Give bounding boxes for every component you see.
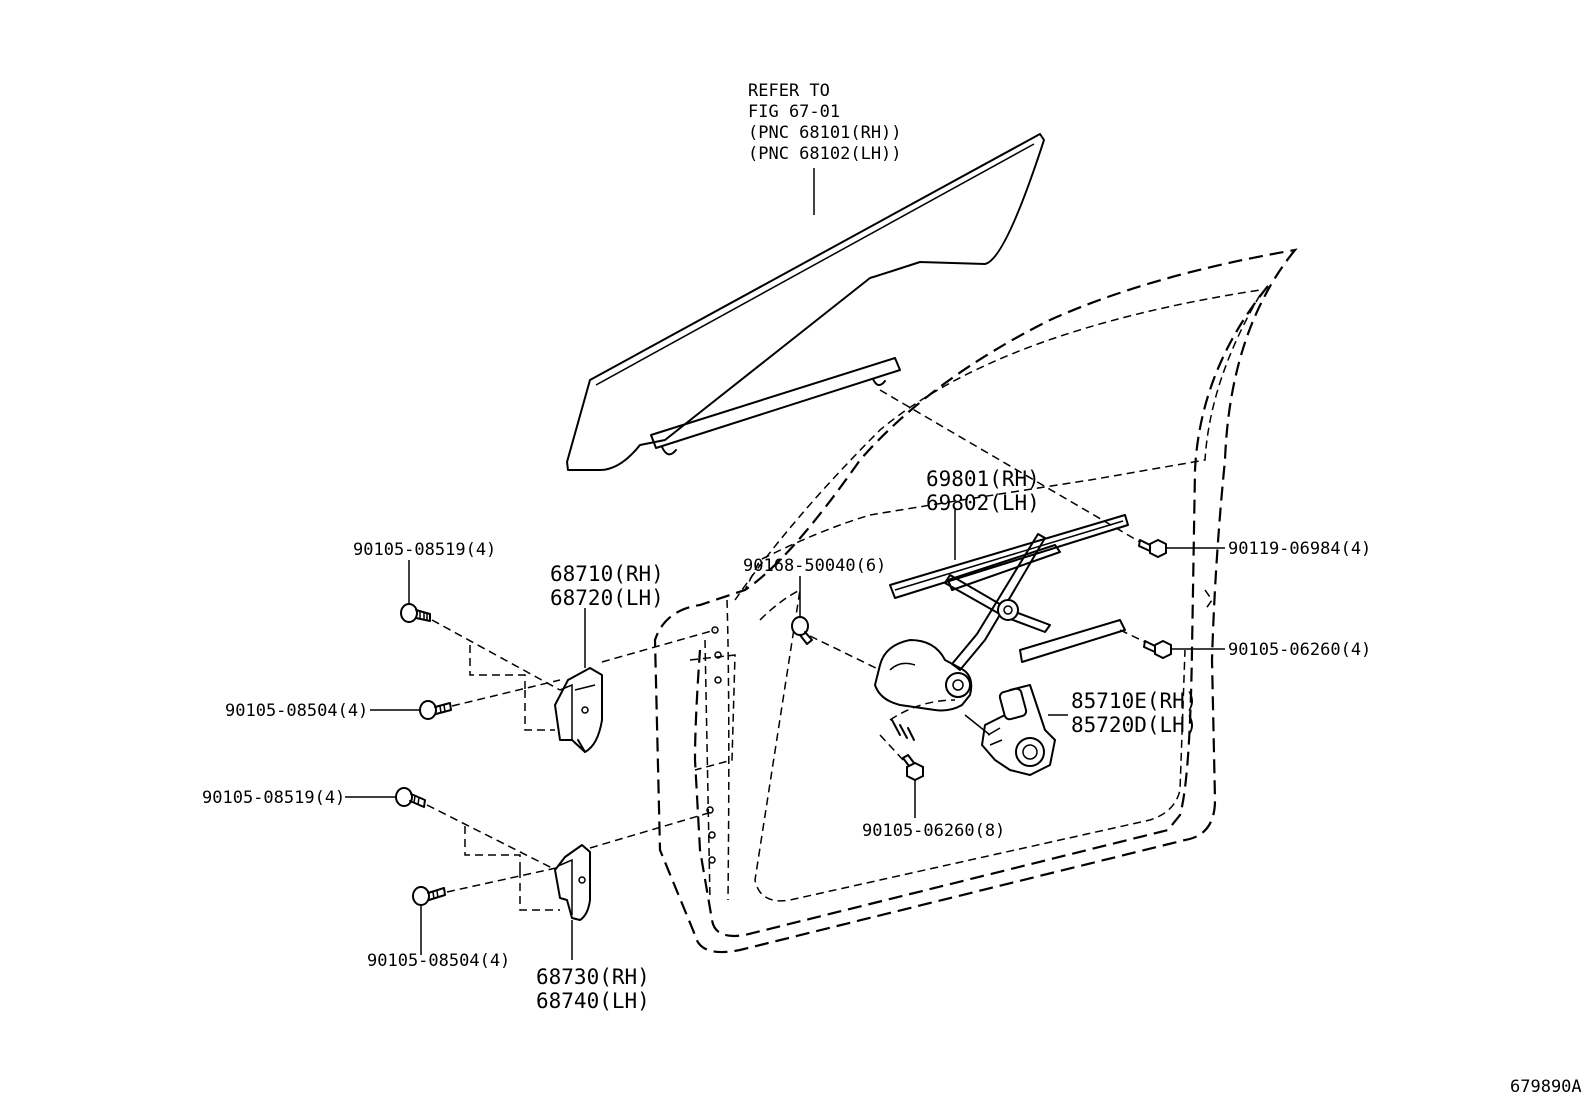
bolt-upper-08519: [400, 603, 431, 623]
upper-hinge-rh: 68710(RH): [550, 562, 664, 586]
figure-id: 679890A: [1510, 1077, 1582, 1097]
bolt-upper-08504: [419, 700, 452, 720]
label-bolt-upper-08519: 90105-08519(4): [353, 540, 496, 560]
bolt-90105-06260-4: [1143, 639, 1172, 660]
bolt-90105-06260-8: [902, 754, 924, 782]
door-panel-outline: [653, 248, 1298, 954]
label-bolt-90119: 90119-06984(4): [1228, 539, 1371, 559]
callout-regulator: 69801(RH) 69802(LH): [926, 467, 1040, 515]
label-bolt-90168: 90168-50040(6): [743, 556, 886, 576]
upper-hinge: [554, 667, 603, 753]
lower-hinge-lh: 68740(LH): [536, 989, 650, 1013]
glass-ref-line-3: (PNC 68101(RH)): [748, 123, 902, 143]
bolt-lower-08504: [412, 886, 446, 906]
glass-ref-line-2: FIG 67-01: [748, 102, 840, 122]
regulator-rh: 69801(RH): [926, 467, 1040, 491]
glass-ref-line-4: (PNC 68102(LH)): [748, 144, 902, 164]
callout-motor: 85710E(RH) 85720D(LH): [1071, 689, 1197, 737]
lower-hinge-rh: 68730(RH): [536, 965, 650, 989]
motor-rh: 85710E(RH): [1071, 689, 1197, 713]
regulator-lh: 69802(LH): [926, 491, 1040, 515]
lower-hinge: [554, 844, 591, 921]
door-glass: [566, 133, 1045, 471]
glass-ref-line-1: REFER TO: [748, 81, 830, 101]
callout-glass-ref: REFER TO FIG 67-01 (PNC 68101(RH)) (PNC …: [748, 81, 902, 164]
motor-lh: 85720D(LH): [1071, 713, 1197, 737]
label-bolt-lower-08504: 90105-08504(4): [367, 951, 510, 971]
bolt-lower-08519: [395, 787, 426, 808]
window-regulator: [874, 514, 1129, 741]
regulator-motor: [964, 684, 1056, 776]
callout-upper-hinge: 68710(RH) 68720(LH): [550, 562, 664, 610]
upper-hinge-lh: 68720(LH): [550, 586, 664, 610]
label-bolt-90105-06260-4: 90105-06260(4): [1228, 640, 1371, 660]
leader-lines: [345, 168, 1225, 960]
bolt-90168: [791, 616, 813, 645]
label-bolt-lower-08519: 90105-08519(4): [202, 788, 345, 808]
label-bolt-90105-06260-8: 90105-06260(8): [862, 821, 1005, 841]
callout-lower-hinge: 68730(RH) 68740(LH): [536, 965, 650, 1013]
label-bolt-upper-08504: 90105-08504(4): [225, 701, 368, 721]
bolt-90119: [1138, 538, 1167, 559]
